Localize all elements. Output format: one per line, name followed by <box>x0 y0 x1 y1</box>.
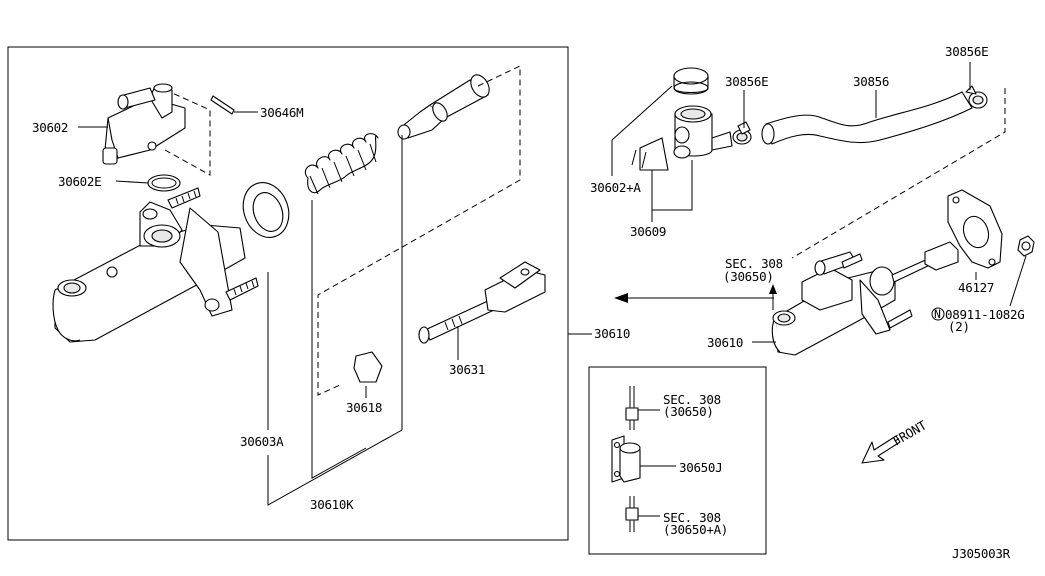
callout-30631: 30631 <box>449 362 485 377</box>
front-arrow-icon <box>861 435 901 464</box>
part-bolt-nut[interactable] <box>1017 235 1035 257</box>
inset-sec-bot-2: (30650+A) <box>663 522 728 537</box>
callout-bolt-part: 08911-1082G <box>945 307 1024 322</box>
inset-sec-top-2: (30650) <box>663 404 714 419</box>
installed-sec-line1: SEC. 308 <box>725 256 783 271</box>
part-piston[interactable] <box>397 72 493 140</box>
inset-sec-top-1: SEC. 308 <box>663 392 721 407</box>
callout-46127: 46127 <box>958 280 994 295</box>
part-reservoir-tank[interactable] <box>631 105 733 171</box>
callout-30610-installed: 30610 <box>707 335 743 350</box>
callout-30856: 30856 <box>853 74 889 89</box>
part-30856-hose[interactable] <box>761 91 973 145</box>
callout-30610k: 30610K <box>310 497 354 512</box>
part-30602e-o-ring[interactable] <box>147 174 181 192</box>
leader-30610k-b <box>311 200 367 479</box>
hose-guide-dashed <box>791 88 1006 259</box>
callout-30603a: 30603A <box>240 434 284 449</box>
bolt-code-badge <box>931 307 945 321</box>
part-30856e-clamp-1[interactable] <box>732 121 752 145</box>
part-30618-boot[interactable] <box>353 351 383 383</box>
part-30603a-seal[interactable] <box>236 176 296 244</box>
callout-bolt-qty: (2) <box>948 319 970 334</box>
part-master-cylinder-body[interactable] <box>52 187 259 343</box>
callout-30856e-1: 30856E <box>725 74 768 89</box>
leader-bolt <box>1009 255 1027 307</box>
callout-30856e-2: 30856E <box>945 44 988 59</box>
callout-30650j: 30650J <box>679 460 722 475</box>
part-30856e-clamp-2[interactable] <box>965 85 988 109</box>
callout-30618: 30618 <box>346 400 382 415</box>
part-30631-push-rod[interactable] <box>418 261 546 344</box>
part-30646m-pin[interactable] <box>210 95 235 115</box>
callout-30602e: 30602E <box>58 174 101 189</box>
sec-arrow <box>769 284 777 310</box>
part-30610-installed-cylinder[interactable] <box>771 241 959 356</box>
part-30650j-bracket[interactable] <box>611 435 641 483</box>
callout-30602a: 30602+A <box>590 180 641 195</box>
callout-30646m: 30646M <box>260 105 303 120</box>
reference-arrow <box>614 293 774 303</box>
inset-frame <box>588 366 767 555</box>
callout-30610-main: 30610 <box>594 326 630 341</box>
leader-30602a <box>611 85 673 176</box>
leader-30602e <box>115 180 149 184</box>
part-spring[interactable] <box>304 133 379 195</box>
diagram-id: J305003R <box>952 546 1011 561</box>
leader-dashed-30602 <box>164 91 211 176</box>
part-hose-fitting-top[interactable] <box>625 386 639 430</box>
part-46127-gasket[interactable] <box>947 189 1003 269</box>
bolt-code: N <box>934 307 941 321</box>
callout-30609: 30609 <box>630 224 666 239</box>
part-30602-reservoir-adapter[interactable] <box>102 83 186 165</box>
inset-sec-bot-1: SEC. 308 <box>663 510 721 525</box>
part-hose-fitting-bottom[interactable] <box>625 496 639 532</box>
main-assembly-frame <box>7 46 569 541</box>
part-reservoir-cap[interactable] <box>673 67 709 95</box>
leader-30609 <box>651 160 693 222</box>
callout-30602: 30602 <box>32 120 68 135</box>
front-label: FRONT <box>890 417 929 448</box>
installed-sec-line2: (30650) <box>723 269 774 284</box>
leader-30610k-a <box>267 135 403 506</box>
